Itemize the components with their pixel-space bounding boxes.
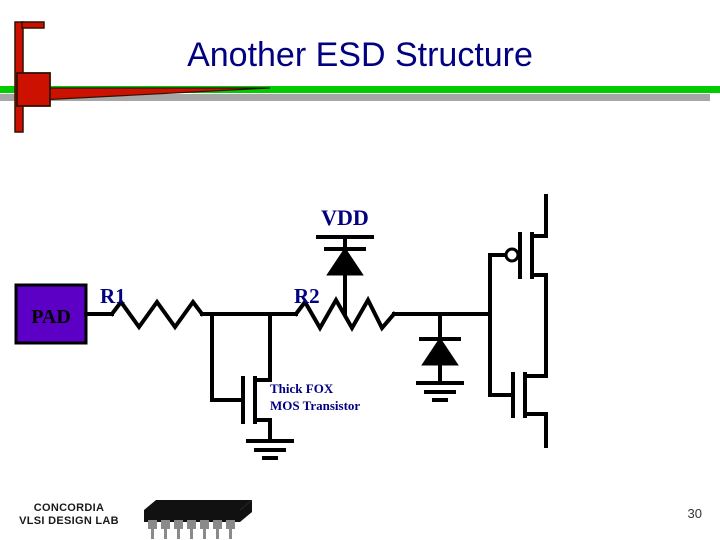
label-r1: R1 — [100, 284, 126, 308]
page-number: 30 — [687, 506, 702, 521]
label-thick-fox-line1: Thick FOX — [270, 381, 334, 396]
logo-text: CONCORDIA VLSI DESIGN LAB — [8, 502, 130, 528]
pmos-bubble-icon — [504, 247, 520, 263]
label-vdd: VDD — [321, 205, 369, 230]
logo-line-1: CONCORDIA — [33, 502, 105, 514]
accent-line-shadow — [0, 94, 710, 101]
logo-line-2: VLSI DESIGN LAB — [19, 515, 119, 527]
red-top-stub — [21, 21, 45, 29]
pad-block[interactable] — [14, 283, 88, 345]
footer-logo: CONCORDIA VLSI DESIGN LAB — [8, 498, 258, 540]
red-wedge — [39, 87, 271, 101]
pad-label: PAD — [31, 306, 71, 328]
ic-chip-icon — [144, 500, 252, 539]
diode-vdd-triangle — [326, 247, 364, 276]
label-thick-fox-line2: MOS Transistor — [270, 398, 360, 413]
red-wedge-tail — [40, 90, 160, 99]
accent-line — [0, 86, 720, 93]
diode-gnd-triangle — [421, 337, 459, 366]
label-r2: R2 — [294, 284, 320, 308]
page-title: Another ESD Structure — [187, 36, 533, 74]
resistor-r1 — [109, 298, 205, 331]
circuit-diagram: VDD R1 R2 Thick FOX MOS Transistor PAD — [14, 194, 548, 460]
red-square-block — [16, 72, 51, 107]
